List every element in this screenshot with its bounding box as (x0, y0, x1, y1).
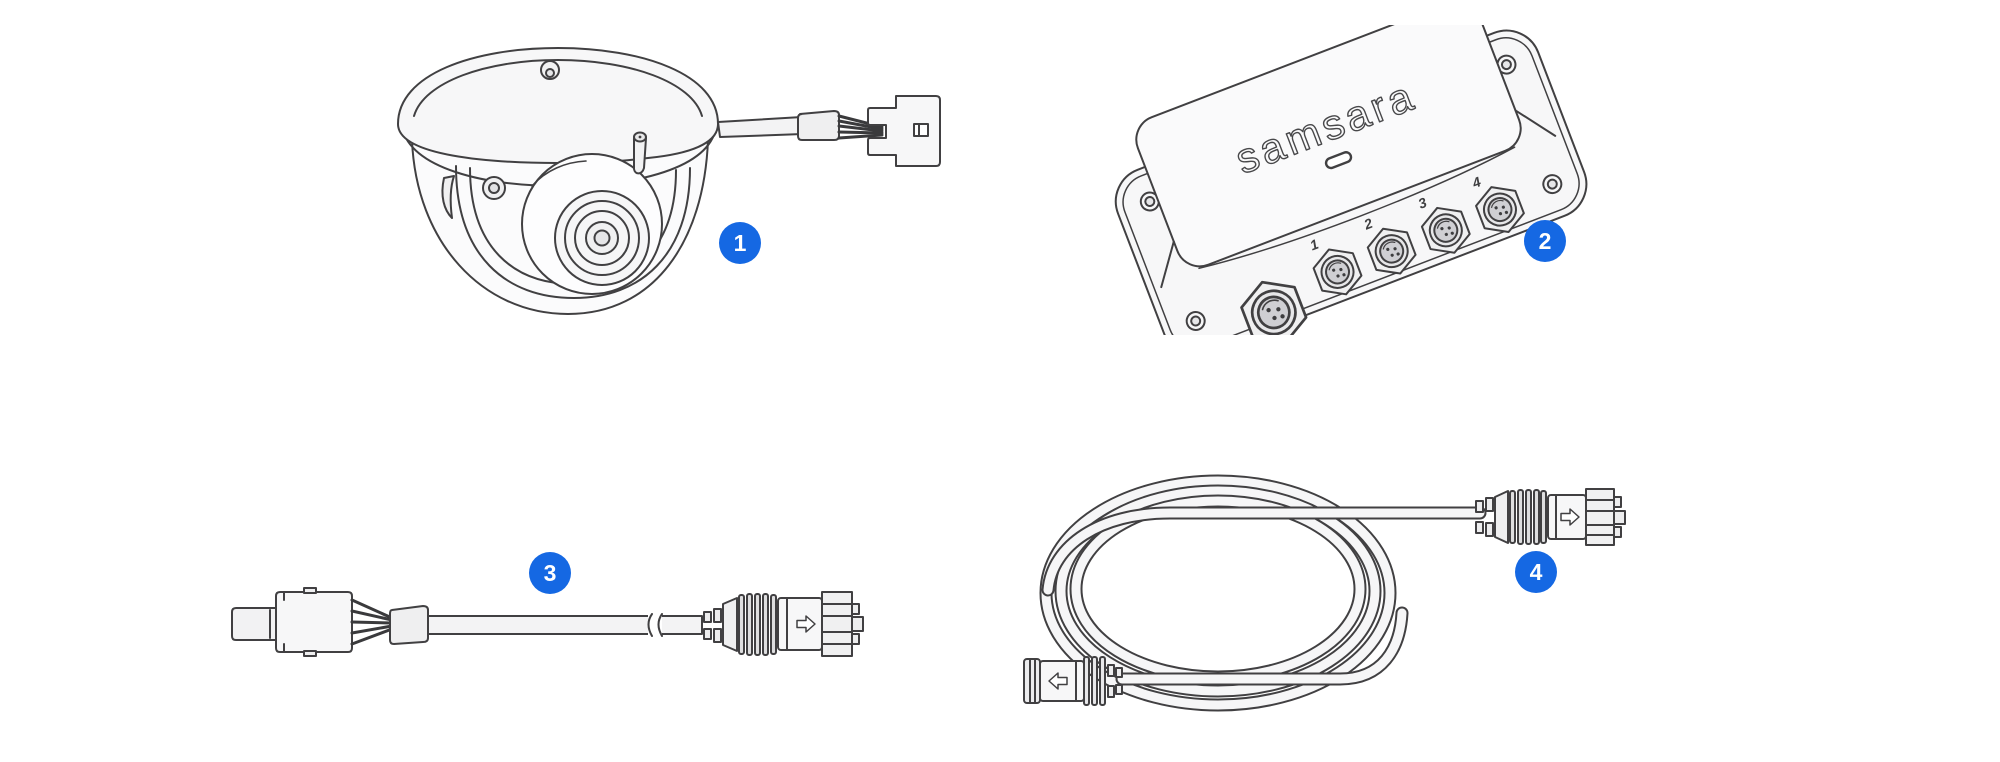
dome-camera-figure (390, 28, 950, 328)
samsara-hub-figure: samsara 1 2 3 4 (1095, 25, 1605, 335)
hub-lid (1135, 25, 1522, 268)
status-led-slot (1324, 151, 1353, 170)
direction-arrow-icon (1560, 508, 1580, 526)
item-2-badge: 2 (1524, 220, 1566, 262)
direction-arrow-icon (796, 615, 816, 633)
gimbal-screw (482, 176, 506, 200)
item-1-badge: 1 (719, 222, 761, 264)
molex-connector (867, 95, 941, 167)
male-round-connector (1023, 656, 1123, 706)
knurled-nut (1585, 488, 1615, 546)
direction-arrow-icon (1048, 672, 1068, 690)
top-screw (540, 60, 560, 80)
camera-cable (717, 95, 941, 167)
camera-cable-figure (220, 550, 880, 690)
round-connector (703, 591, 864, 657)
extension-cable-figure (1010, 385, 1640, 725)
lens (593, 229, 611, 247)
knurled-nut (821, 591, 853, 657)
lens-assembly (521, 153, 663, 295)
samsara-hub-illustration: samsara 1 2 3 4 (1114, 25, 1588, 335)
female-round-connector (1475, 488, 1626, 546)
cable-bottom-run (1115, 606, 1409, 686)
item-3-badge: 3 (529, 552, 571, 594)
coiled-extension-cable-illustration (1023, 474, 1626, 712)
microphone-stub (633, 131, 647, 175)
molex-male-connector (231, 587, 353, 657)
mounting-screw-holes (1139, 54, 1563, 331)
wire-fan (350, 598, 394, 646)
cable-top-run (1041, 506, 1487, 597)
dome-camera-illustration (397, 47, 941, 315)
cable-break-mark (647, 613, 663, 637)
cable (427, 615, 703, 635)
camera-pigtail-cable-illustration (231, 587, 864, 657)
item-4-badge: 4 (1515, 551, 1557, 593)
